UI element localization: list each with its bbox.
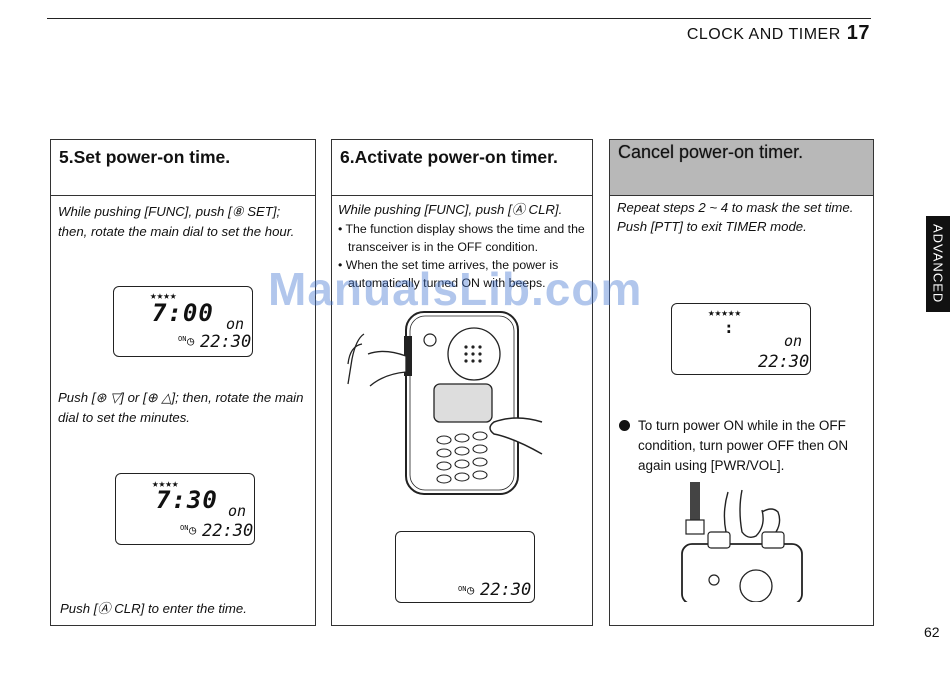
lcd-display: ★★★★ 7:00 on ON ◷ 22:30 xyxy=(113,286,253,357)
radio-hand-illustration xyxy=(347,311,543,495)
instruction-text: Push [⊛ ▽] or [⊕ △]; then, rotate the ma… xyxy=(58,390,304,425)
clock-icon: ◷ xyxy=(187,334,195,348)
list-item-text: To turn power ON while in the OFF condit… xyxy=(638,418,849,473)
instruction-text: While pushing [FUNC], push [Ⓐ CLR]. xyxy=(338,202,563,217)
lcd-time: 7:00 xyxy=(152,299,214,327)
panel-activate-power-on-timer: 6.Activate power-on timer. While pushing… xyxy=(331,139,593,626)
list-item: To turn power ON while in the OFF condit… xyxy=(618,416,870,476)
lcd-stars: ★★★★ xyxy=(150,289,177,302)
page-header: CLOCK AND TIMER 17 xyxy=(687,22,870,45)
instruction-text: Repeat steps 2 ~ 4 to mask the set time.… xyxy=(617,200,854,234)
clock-icon: ◷ xyxy=(189,523,197,537)
lcd-display: ON ◷ 22:30 xyxy=(395,531,535,603)
lcd-on: on xyxy=(226,315,245,333)
list-item: • When the set time arrives, the power i… xyxy=(338,258,559,290)
clock-icon: ◷ xyxy=(467,583,475,597)
lcd-colon: : xyxy=(724,318,734,337)
lcd-time: 7:30 xyxy=(156,486,218,514)
panel-title: 5.Set power-on time. xyxy=(51,140,315,196)
lcd-clock: 22:30 xyxy=(202,521,254,541)
instruction-text: Push [Ⓐ CLR] to enter the time. xyxy=(60,601,247,616)
panel-title: Cancel power-on timer. xyxy=(610,140,873,196)
header-page: 17 xyxy=(846,22,870,44)
lcd-clock: 22:30 xyxy=(480,580,532,600)
panel-title-text: Cancel power-on timer. xyxy=(618,142,804,162)
lcd-on-label: ON xyxy=(180,524,189,532)
list-item-text: When the set time arrives, the power is … xyxy=(345,258,559,290)
panel-cancel-power-on-timer: Cancel power-on timer. Repeat steps 2 ~ … xyxy=(609,139,874,626)
lcd-stars: ★★★★ xyxy=(152,477,179,490)
power-knob-illustration xyxy=(681,482,803,602)
instruction-text: While pushing [FUNC], push [⑧ SET]; then… xyxy=(58,204,295,239)
lcd-clock: 22:30 xyxy=(758,352,810,372)
lcd-stars: ★★★★★ xyxy=(708,306,742,319)
lcd-on-label: ON xyxy=(458,585,467,593)
list-item-text: The function display shows the time and … xyxy=(345,222,585,254)
lcd-on: on xyxy=(784,332,803,350)
panel-set-power-on-time: 5.Set power-on time. While pushing [FUNC… xyxy=(50,139,316,626)
header-rule xyxy=(47,18,871,19)
bullet-list: • The function display shows the time an… xyxy=(338,220,588,292)
bullet-dot xyxy=(619,420,630,431)
list-item: • The function display shows the time an… xyxy=(338,222,585,254)
lcd-on: on xyxy=(228,502,247,520)
lcd-clock: 22:30 xyxy=(200,332,252,352)
section-tab-advanced: ADVANCED xyxy=(926,216,950,312)
lcd-display: ★★★★★ : on 22:30 xyxy=(671,303,811,375)
panel-title: 6.Activate power-on timer. xyxy=(332,140,592,196)
lcd-display: ★★★★ 7:30 on ON ◷ 22:30 xyxy=(115,473,255,545)
header-title: CLOCK AND TIMER xyxy=(686,26,841,43)
page-number: 62 xyxy=(924,624,940,640)
lcd-on-label: ON xyxy=(178,335,187,343)
watermark: ManualsLib.com xyxy=(268,263,643,315)
